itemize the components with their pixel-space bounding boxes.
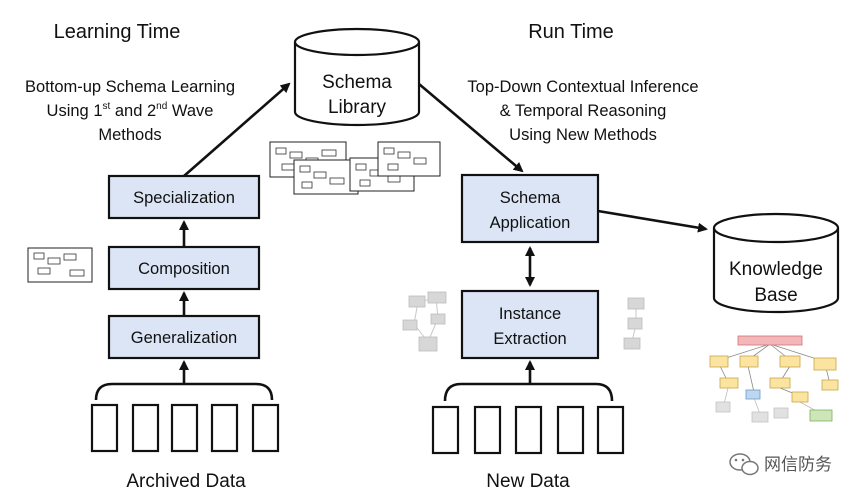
schema-application-box [460, 173, 600, 244]
learning-desc-line2: Using 1st and 2nd Wave [47, 101, 214, 120]
runtime-desc-line3: Using New Methods [509, 126, 657, 144]
runtime-desc-line1: Top-Down Contextual Inference [467, 78, 698, 96]
arrow-spec-to-library [183, 82, 291, 177]
learning-time-header: Learning Time [54, 21, 181, 43]
schema-thumbnails [269, 141, 441, 195]
generalization-box [107, 314, 261, 360]
instance-extraction-box [460, 289, 600, 360]
generalization-label: Generalization [131, 329, 237, 347]
archived-data-label: Archived Data [126, 471, 246, 492]
watermark: 网信防务 [729, 453, 832, 476]
composition-label: Composition [138, 260, 230, 278]
ghost-graph-right [623, 297, 645, 350]
runtime-desc-line2: & Temporal Reasoning [500, 102, 667, 120]
archived-data-docs [90, 403, 280, 453]
archived-brace [94, 382, 274, 401]
wechat-icon [729, 453, 759, 476]
new-data-label: New Data [486, 471, 570, 492]
run-time-header: Run Time [528, 21, 614, 43]
knowledge-base-cylinder: Knowledge Base [712, 212, 840, 314]
ghost-graph-left [402, 291, 447, 352]
arrow-application-to-kb [597, 209, 708, 233]
instance-extraction-label-1: Instance [499, 305, 561, 323]
learning-desc-line3: Methods [98, 126, 161, 144]
schema-library-label-1: Schema [322, 72, 392, 93]
instance-extraction-label-2: Extraction [493, 330, 566, 348]
knowledge-base-label-1: Knowledge [729, 259, 823, 280]
specialization-label: Specialization [133, 189, 235, 207]
knowledge-base-label-2: Base [754, 285, 797, 306]
new-data-docs [431, 405, 625, 455]
composition-thumbnail [27, 247, 93, 283]
schema-application-label-1: Schema [500, 189, 561, 207]
new-data-brace [443, 382, 614, 402]
learning-desc-line1: Bottom-up Schema Learning [25, 78, 235, 96]
watermark-text: 网信防务 [764, 455, 832, 474]
schema-application-label-2: Application [490, 214, 571, 232]
knowledge-graph-illustration [709, 335, 839, 423]
schema-library-label-2: Library [328, 97, 387, 118]
arrow-library-to-application [418, 83, 524, 173]
schema-library-cylinder: Schema Library [293, 27, 421, 127]
